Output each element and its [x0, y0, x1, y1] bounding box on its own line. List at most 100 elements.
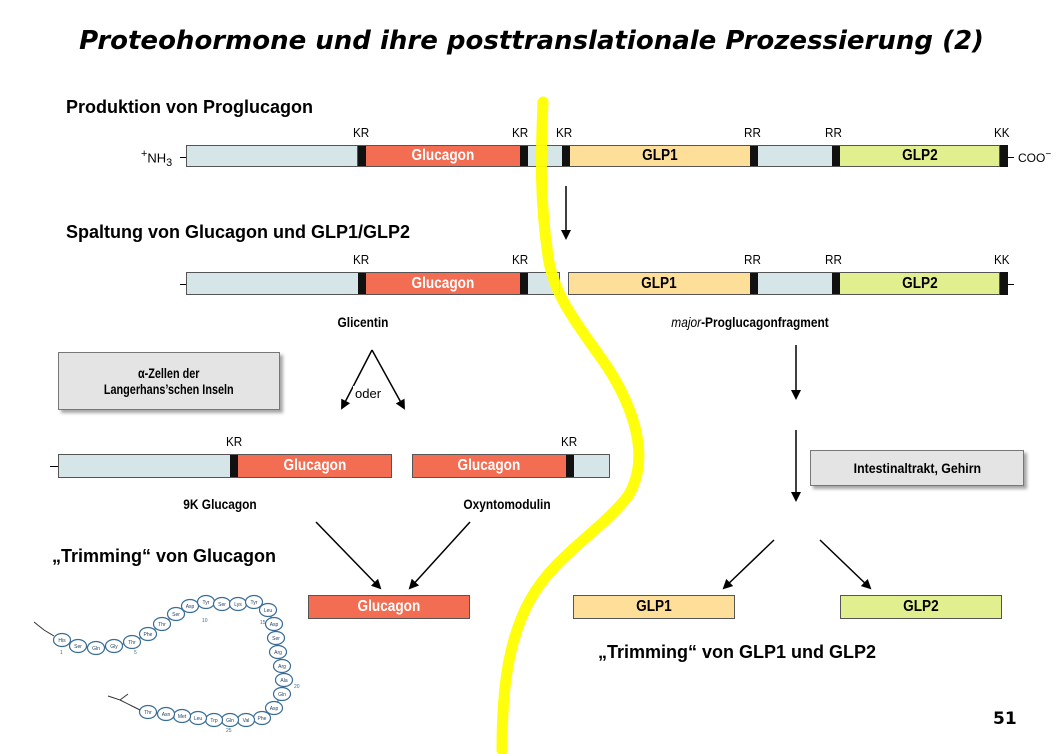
arrow-to-glp1 [722, 539, 775, 590]
arrow-oder-left [341, 349, 373, 410]
mpgf-glp1-segment: GLP1 [568, 272, 750, 295]
residue-bead [122, 634, 142, 650]
residue-number: 1 [60, 650, 63, 656]
kk-site-marker [1000, 272, 1008, 295]
page-number: 51 [993, 709, 1017, 729]
residue-bead [274, 672, 294, 688]
site-label-kr: KR [556, 125, 573, 140]
residue-label: Phe [144, 632, 153, 638]
oxyntomodulin-glucagon-segment: Glucagon [412, 454, 566, 478]
residue-label: Gln [278, 692, 286, 698]
proglucagon-glp1-segment: GLP1 [570, 145, 750, 167]
oxyntomodulin-outline [412, 454, 610, 478]
residue-label: Arg [278, 664, 286, 670]
heading-cleavage: Spaltung von Glucagon und GLP1/GLP2 [66, 222, 411, 242]
kr-site-marker [566, 454, 574, 478]
residue-bead [244, 594, 264, 610]
site-label-rr: RR [825, 252, 842, 267]
kk-site-marker [1000, 145, 1008, 167]
fragment-end-line [50, 466, 58, 467]
caption-major-proglucagon-fragment: major-Proglucagonfragment [671, 314, 829, 330]
residue-label: Ser [272, 636, 280, 642]
residue-label: Ser [74, 644, 82, 650]
site-label-rr: RR [744, 125, 761, 140]
residue-bead [138, 626, 158, 642]
n-terminus-bond [33, 621, 55, 637]
residue-number: 20 [294, 684, 300, 690]
rr-site-marker [750, 145, 758, 167]
proglucagon-glp2-segment: GLP2 [840, 145, 1000, 167]
glicentin-grpp-segment [186, 272, 358, 295]
residue-label: Thr [158, 622, 166, 628]
site-label-kr: KR [512, 125, 529, 140]
residue-number: 15 [260, 620, 266, 626]
heading-trimming-glp: „Trimming“ von GLP1 und GLP2 [598, 642, 877, 662]
residue-label: Ser [218, 602, 226, 608]
mpgf-outline [568, 272, 1000, 295]
caption-glicentin: Glicentin [337, 314, 389, 330]
residue-bead [258, 602, 278, 618]
residue-bead [138, 704, 158, 720]
nine-k-outline [58, 454, 392, 478]
residue-bead [266, 630, 286, 646]
site-label-rr: RR [825, 125, 842, 140]
residue-label: Gln [226, 718, 234, 724]
nine-k-grpp-segment [58, 454, 230, 478]
mature-glucagon-bar: Glucagon [308, 595, 470, 619]
intestinal-brain-box: Intestinaltrakt, Gehirn [810, 450, 1024, 486]
site-label-kr: KR [512, 252, 529, 267]
n-terminus-line [180, 157, 187, 158]
proglucagon-outline [186, 145, 1000, 167]
residue-bead [52, 632, 72, 648]
residue-label: Ser [172, 612, 180, 618]
residue-label: His [58, 638, 66, 644]
c-terminus-line [1008, 157, 1014, 158]
caption-nine-k-glucagon: 9K Glucagon [183, 496, 257, 512]
residue-bead [272, 658, 292, 674]
rr-site-marker [832, 145, 840, 167]
kr-site-marker [520, 145, 528, 167]
proglucagon-ip2-segment [758, 145, 832, 167]
residue-label: Lys [234, 602, 242, 608]
residue-label: Val [243, 718, 250, 724]
residue-bead [86, 640, 106, 656]
kr-site-marker [562, 145, 570, 167]
residue-number: 5 [134, 650, 137, 656]
kr-site-marker [358, 272, 366, 295]
kr-site-marker [230, 454, 238, 478]
fragment-end-line [1008, 284, 1014, 285]
arrow-nine-k-to-glucagon [315, 521, 382, 590]
residue-label: Asp [270, 706, 279, 712]
residue-number: 25 [226, 728, 232, 734]
highlighter-stroke [496, 96, 645, 754]
residue-label: Tyr [203, 600, 210, 606]
mpgf-glp2-segment: GLP2 [840, 272, 1000, 295]
mature-glp2-bar: GLP2 [840, 595, 1002, 619]
heading-trimming-glucagon: „Trimming“ von Glucagon [52, 546, 277, 566]
residue-label: Leu [264, 608, 273, 614]
site-label-rr: RR [744, 252, 761, 267]
residue-bead [268, 644, 288, 660]
residue-bead [272, 686, 292, 702]
c-terminus-label: COO− [1018, 149, 1052, 165]
arrow-to-glp2 [819, 539, 872, 590]
site-label-kr: KR [353, 125, 370, 140]
arrow-oxyntomodulin-to-glucagon [408, 521, 471, 590]
residue-label: Gln [92, 646, 100, 652]
site-label-kr: KR [226, 434, 243, 449]
residue-label: Asp [186, 604, 195, 610]
residue-bead [104, 638, 124, 654]
site-label-kr: KR [561, 434, 578, 449]
oxyntomodulin-ip1-segment [574, 454, 610, 478]
residue-label: Thr [128, 640, 136, 646]
residue-bead [152, 616, 172, 632]
residue-label: Gly [110, 644, 118, 650]
mpgf-ip2-segment [758, 272, 832, 295]
residue-label: Asp [270, 622, 279, 628]
residue-number: 10 [202, 618, 208, 624]
site-label-kk: KK [994, 252, 1010, 267]
rr-site-marker [832, 272, 840, 295]
heading-production: Produktion von Proglucagon [66, 97, 313, 117]
c-terminus-bond [107, 693, 141, 711]
